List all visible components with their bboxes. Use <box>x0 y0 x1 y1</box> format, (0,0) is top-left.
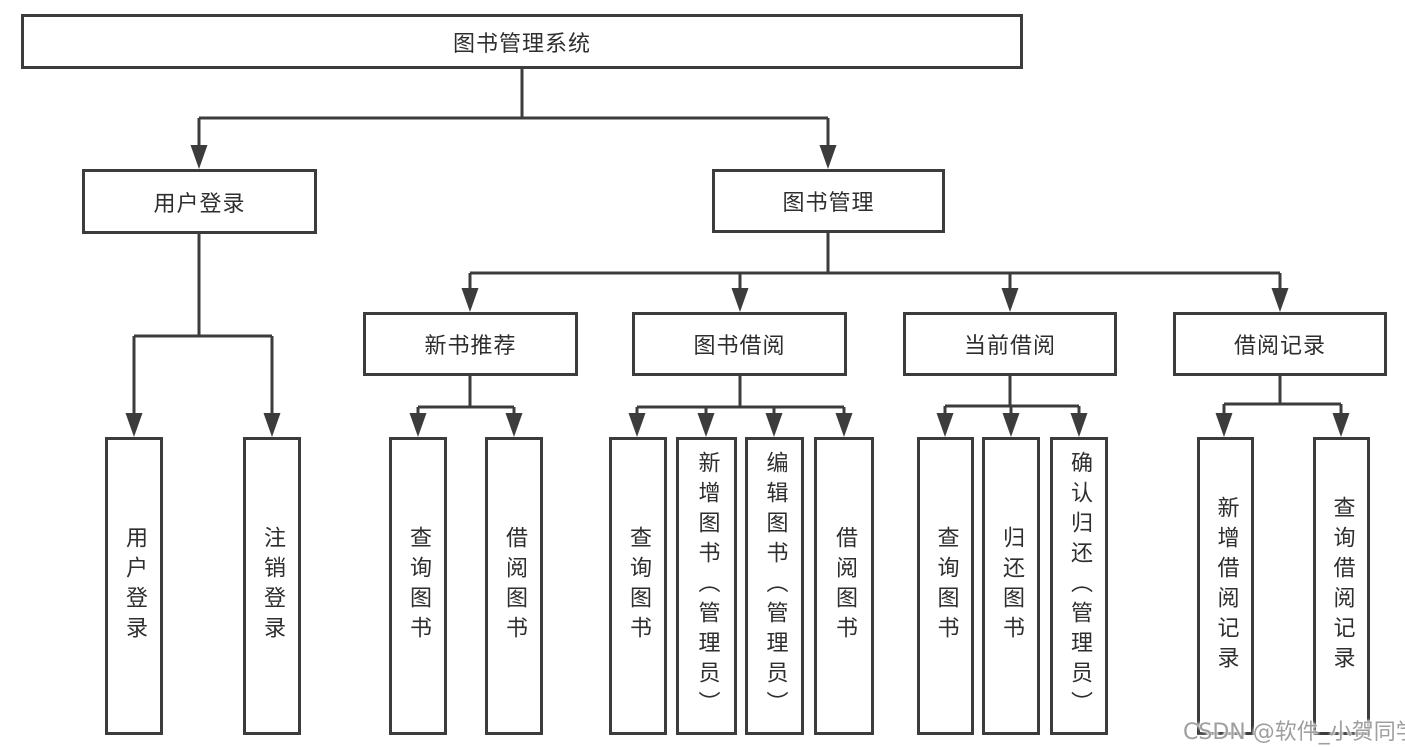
node-label: 借阅记录 <box>1233 334 1326 359</box>
node-current-borrowing: 当前借阅 <box>903 312 1117 376</box>
node-label: 归还图书 <box>999 526 1024 646</box>
node-label: 新书推荐 <box>424 334 517 359</box>
leaf-br-add-record: 新增借阅记录 <box>1197 437 1254 735</box>
node-book-management: 图书管理 <box>712 169 945 233</box>
csdn-watermark: CSDN @软件_小贺同学 <box>1183 720 1405 745</box>
arrowheads <box>125 145 1350 437</box>
node-label: 查询图书 <box>933 526 959 646</box>
node-user-login: 用户登录 <box>82 169 317 234</box>
node-new-book-recommend: 新书推荐 <box>363 312 578 376</box>
leaf-bb-query-books: 查询图书 <box>609 437 667 735</box>
node-label: 新增借阅记录 <box>1213 496 1239 676</box>
leaf-cb-query-books: 查询图书 <box>917 437 974 735</box>
node-label: 查询图书 <box>406 526 431 646</box>
leaf-bb-edit-books-admin: 编辑图书（管理员） <box>745 437 804 735</box>
node-label: 新增图书（管理员） <box>694 451 720 721</box>
node-label: 编辑图书（管理员） <box>762 451 788 721</box>
node-library-system: 图书管理系统 <box>21 14 1023 69</box>
node-label: 当前借阅 <box>963 334 1056 359</box>
node-book-borrowing: 图书借阅 <box>632 312 847 376</box>
leaf-nb-borrow-books: 借阅图书 <box>485 437 543 735</box>
leaf-bb-add-books-admin: 新增图书（管理员） <box>676 437 737 735</box>
node-label: 图书管理系统 <box>452 31 591 57</box>
node-label: 图书管理 <box>782 191 875 216</box>
leaf-cb-confirm-return-admin: 确认归还（管理员） <box>1050 437 1108 735</box>
node-label: 用户登录 <box>122 526 147 646</box>
leaf-nb-query-books: 查询图书 <box>389 437 447 735</box>
node-label: 注销登录 <box>260 526 285 646</box>
node-label: 图书借阅 <box>693 334 786 359</box>
leaf-br-query-record: 查询借阅记录 <box>1313 437 1370 735</box>
node-borrowing-records: 借阅记录 <box>1173 312 1387 376</box>
leaf-cb-return-books: 归还图书 <box>982 437 1040 735</box>
leaf-bb-borrow-books: 借阅图书 <box>814 437 874 735</box>
leaf-logout: 注销登录 <box>243 437 301 735</box>
node-label: 借阅图书 <box>832 526 857 646</box>
node-label: 查询图书 <box>626 526 651 646</box>
node-label: 查询借阅记录 <box>1329 496 1355 676</box>
node-label: 借阅图书 <box>502 526 527 646</box>
node-label: 用户登录 <box>153 191 246 217</box>
node-label: 确认归还（管理员） <box>1067 451 1092 721</box>
leaf-user-login: 用户登录 <box>105 437 163 735</box>
